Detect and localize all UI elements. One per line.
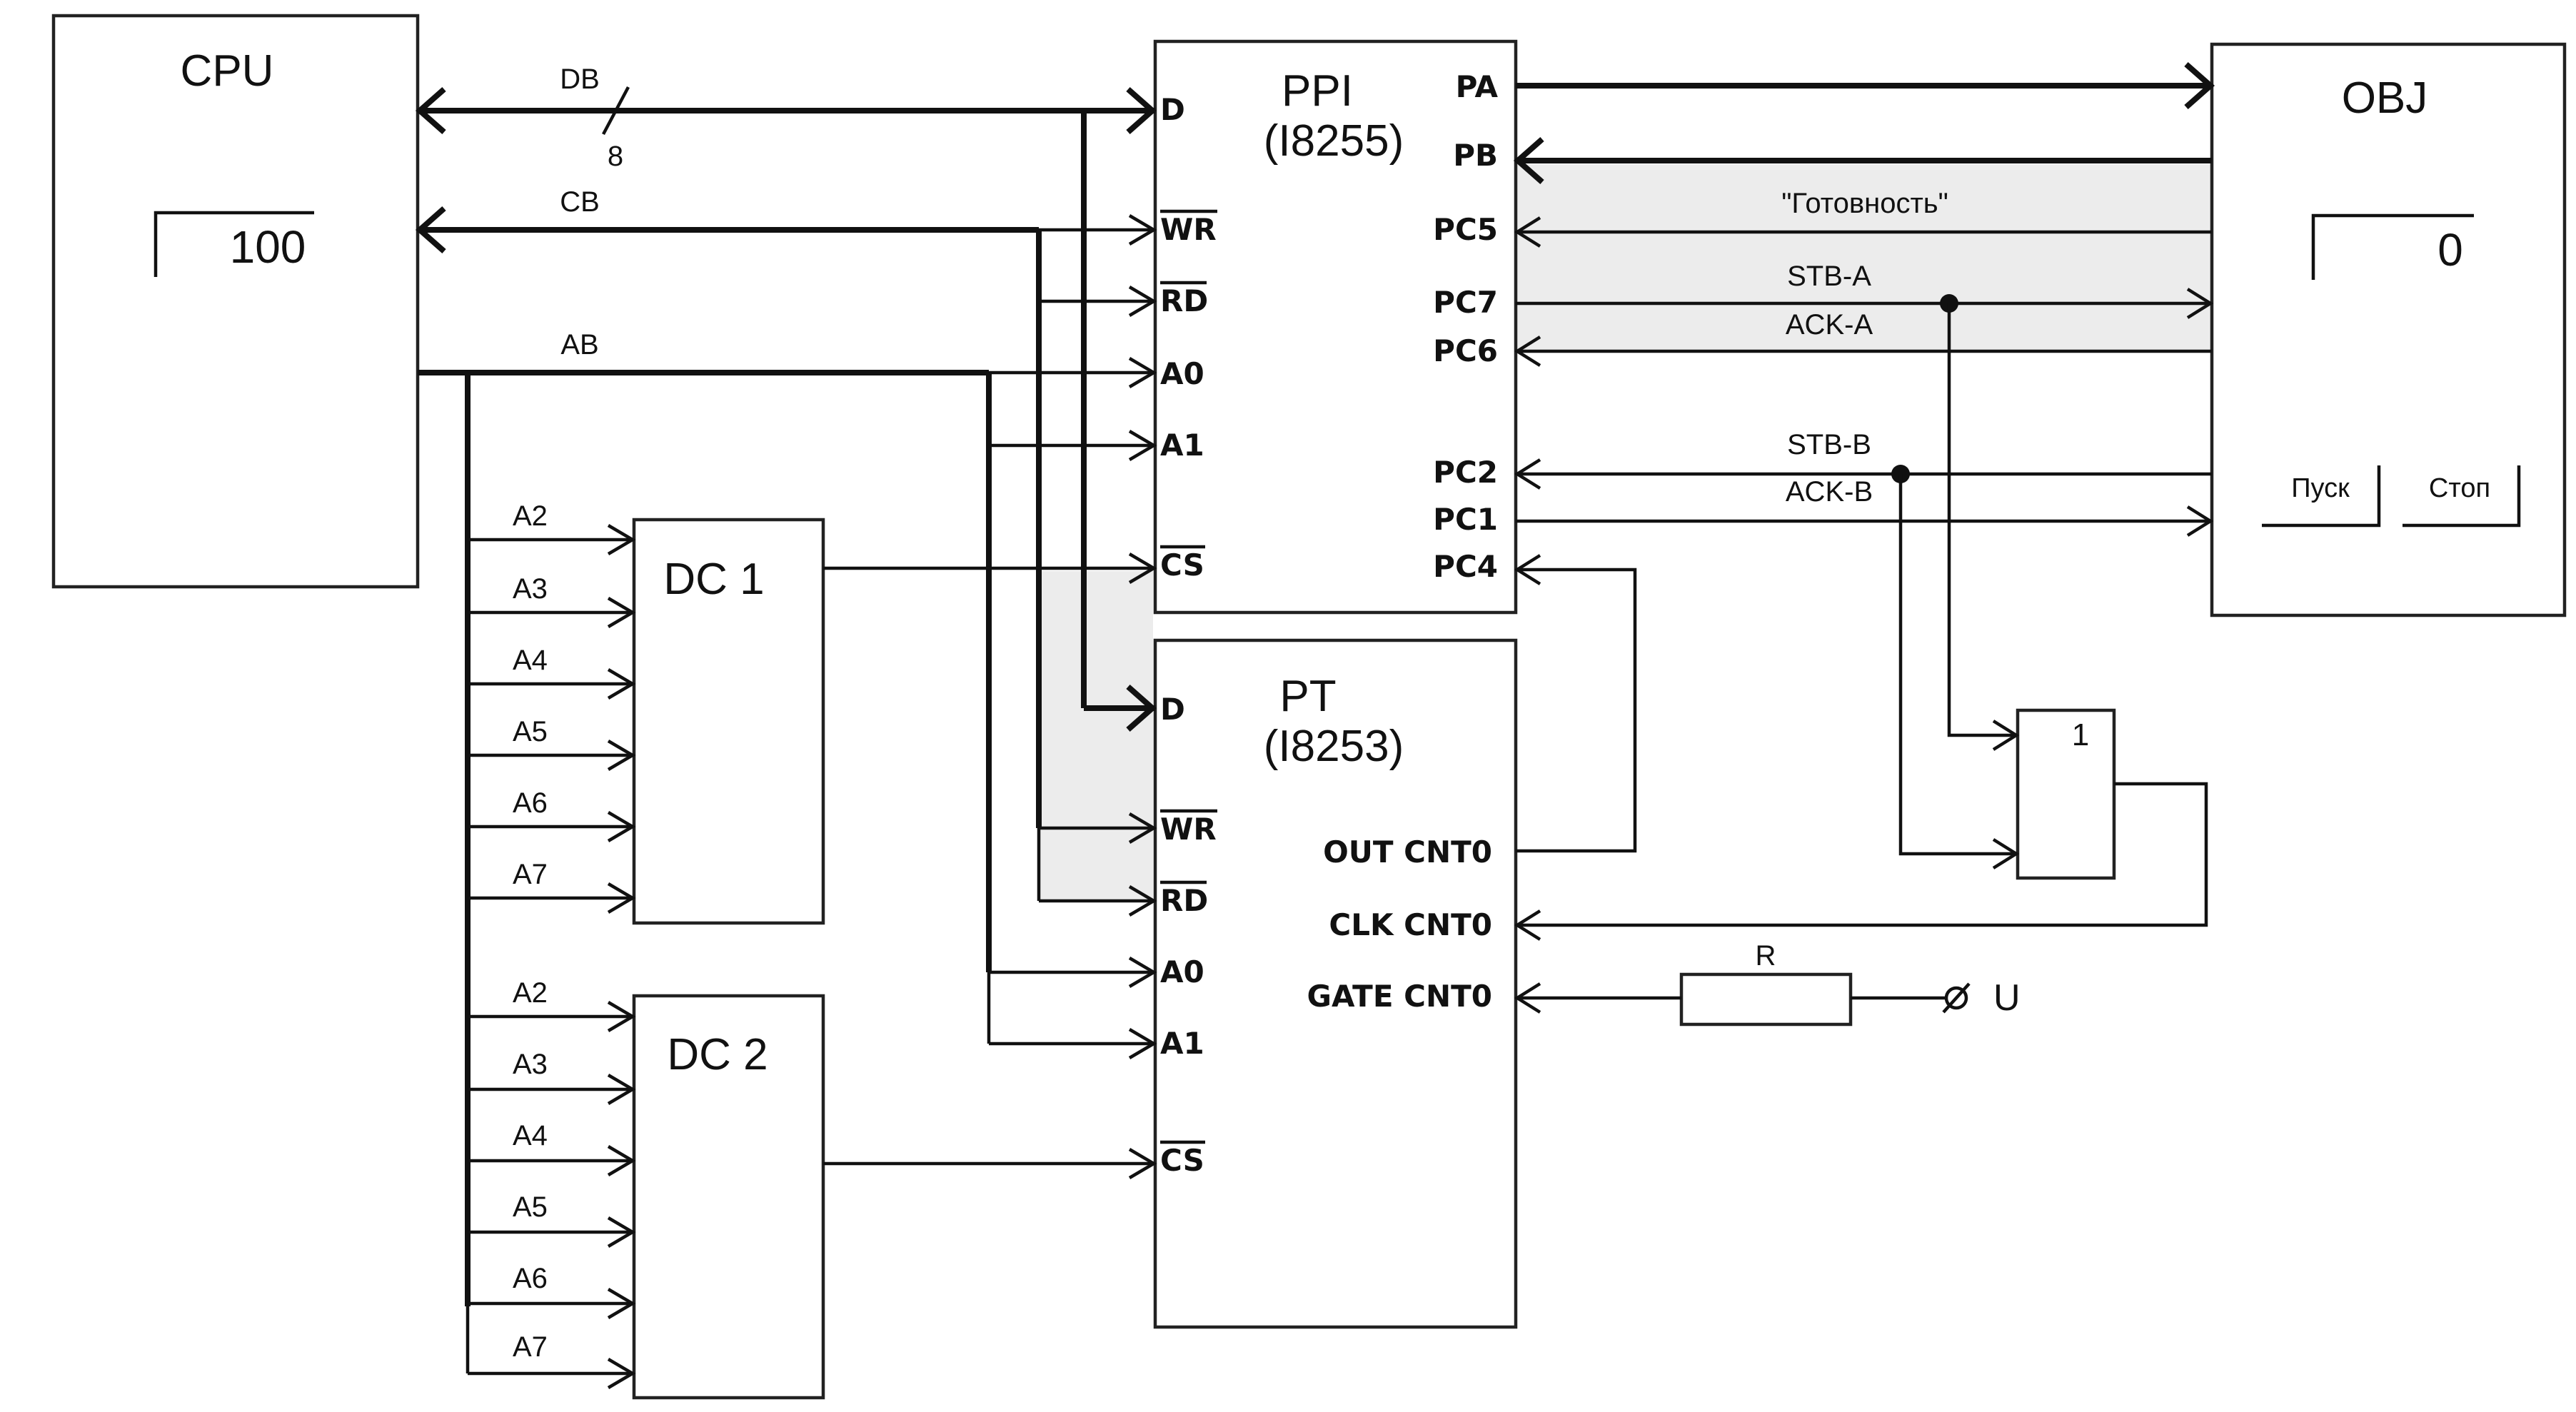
signal-ack-a-label: ACK-A xyxy=(1786,309,1873,341)
dc2-inputs: A2 A3 A4 A5 A6 A7 xyxy=(513,977,548,1363)
pt-pin-out-cnt0: OUT CNT0 xyxy=(1323,834,1492,869)
pt-title: PT xyxy=(1279,672,1336,721)
dc2-input-a5: A5 xyxy=(513,1191,548,1223)
address-bus: AB xyxy=(418,329,1155,1306)
shaded-area-pt-control xyxy=(1039,571,1153,899)
dc1-input-a2: A2 xyxy=(513,500,548,532)
shaded-area-ppi-pc xyxy=(1517,164,2213,350)
chip-input-arrows xyxy=(1128,214,1157,1179)
ppi-pin-pc6: PC6 xyxy=(1433,333,1498,368)
pt-pin-d: D xyxy=(1160,692,1185,727)
ppi-pin-pc7: PC7 xyxy=(1433,285,1498,320)
ppi-pin-a1: A1 xyxy=(1160,428,1204,463)
ppi-pin-d: D xyxy=(1160,92,1185,127)
cb-label: CB xyxy=(560,186,600,218)
dc1-input-a3: A3 xyxy=(513,573,548,605)
pt-pin-cs: CS xyxy=(1160,1143,1204,1178)
dc1-inputs: A2 A3 A4 A5 A6 A7 xyxy=(513,500,548,890)
pt-block: PT (I8253) D WR RD A0 A1 CS OUT CNT0 CLK… xyxy=(1153,638,1518,1329)
decoder-input-lines xyxy=(466,524,636,1389)
signal-stb-a-label: STB-A xyxy=(1787,261,1871,292)
obj-display-value: 0 xyxy=(2437,224,2463,276)
cpu-block: CPU 100 xyxy=(51,14,420,589)
obj-display-frame xyxy=(2311,213,2474,280)
or-gate-label: 1 xyxy=(2072,717,2089,752)
ppi-chip: (I8255) xyxy=(1264,116,1404,166)
resistor: R xyxy=(1679,940,1853,1027)
ppi-pin-cs: CS xyxy=(1160,548,1204,583)
ppi-block: PPI (I8255) D WR RD A0 A1 CS PA PB PC5 P… xyxy=(1153,39,1518,615)
ppi-title: PPI xyxy=(1282,66,1353,116)
ppi-pin-a0: A0 xyxy=(1160,356,1204,391)
dc2-input-a2: A2 xyxy=(513,977,548,1009)
signal-stb-b-label: STB-B xyxy=(1787,429,1871,460)
db-width-label: 8 xyxy=(608,141,623,172)
resistor-label: R xyxy=(1756,940,1776,972)
pt-pin-a1: A1 xyxy=(1160,1026,1204,1061)
dc1-title: DC 1 xyxy=(663,555,764,604)
control-bus: CB xyxy=(415,186,1155,903)
ppi-pin-pc1: PC1 xyxy=(1433,502,1498,537)
stop-button[interactable]: Стоп xyxy=(2403,465,2521,528)
dc2-title: DC 2 xyxy=(667,1030,768,1079)
supply-terminal: U xyxy=(1942,977,2021,1019)
pt-pin-gate-cnt0: GATE CNT0 xyxy=(1307,979,1492,1014)
ppi-pin-pc2: PC2 xyxy=(1433,455,1498,490)
pt-pin-a0: A0 xyxy=(1160,954,1204,989)
pt-pin-rd: RD xyxy=(1160,883,1208,918)
chip-select-lines xyxy=(823,566,1155,1166)
or-gate: 1 xyxy=(2016,708,2116,880)
obj-block: OBJ 0 Пуск Стоп xyxy=(2210,42,2567,617)
pt-chip: (I8253) xyxy=(1264,722,1404,771)
ppi-pin-pc4: PC4 xyxy=(1433,549,1498,584)
dc2-input-a7: A7 xyxy=(513,1331,548,1363)
signal-ready-label: "Готовность" xyxy=(1781,188,1948,219)
signal-ack-b-label: ACK-B xyxy=(1786,476,1873,508)
or-gate-wiring xyxy=(1514,294,2208,941)
dc1-input-a6: A6 xyxy=(513,787,548,819)
cpu-title: CPU xyxy=(181,46,274,96)
cpu-display-frame xyxy=(154,211,314,277)
ppi-obj-connections: "Готовность" STB-A ACK-A STB-B ACK-B xyxy=(1513,62,2215,853)
obj-title: OBJ xyxy=(2342,74,2428,123)
dc1-input-a4: A4 xyxy=(513,645,548,676)
stop-button-label: Стоп xyxy=(2429,473,2490,503)
ppi-pin-pb: PB xyxy=(1453,138,1498,173)
pt-pin-wr: WR xyxy=(1160,812,1217,847)
dc1-block: DC 1 xyxy=(632,518,825,925)
ppi-pin-wr: WR xyxy=(1160,212,1217,247)
gate-wiring xyxy=(1514,982,1946,1014)
db-label: DB xyxy=(560,64,600,95)
data-bus: DB 8 xyxy=(415,64,1157,732)
ppi-pin-pa: PA xyxy=(1456,69,1499,104)
supply-label: U xyxy=(1993,977,2021,1019)
start-button-label: Пуск xyxy=(2291,473,2350,503)
dc2-input-a4: A4 xyxy=(513,1120,548,1151)
dc2-input-a6: A6 xyxy=(513,1263,548,1294)
start-button[interactable]: Пуск xyxy=(2262,465,2381,528)
ppi-pin-rd: RD xyxy=(1160,283,1208,318)
cpu-display-value: 100 xyxy=(230,221,306,273)
dc2-block: DC 2 xyxy=(632,994,825,1400)
dc1-input-a5: A5 xyxy=(513,716,548,747)
dc1-input-a7: A7 xyxy=(513,859,548,890)
dc2-input-a3: A3 xyxy=(513,1049,548,1080)
ppi-pin-pc5: PC5 xyxy=(1433,212,1498,247)
pt-pin-clk-cnt0: CLK CNT0 xyxy=(1329,907,1492,942)
ab-label: AB xyxy=(560,329,598,360)
